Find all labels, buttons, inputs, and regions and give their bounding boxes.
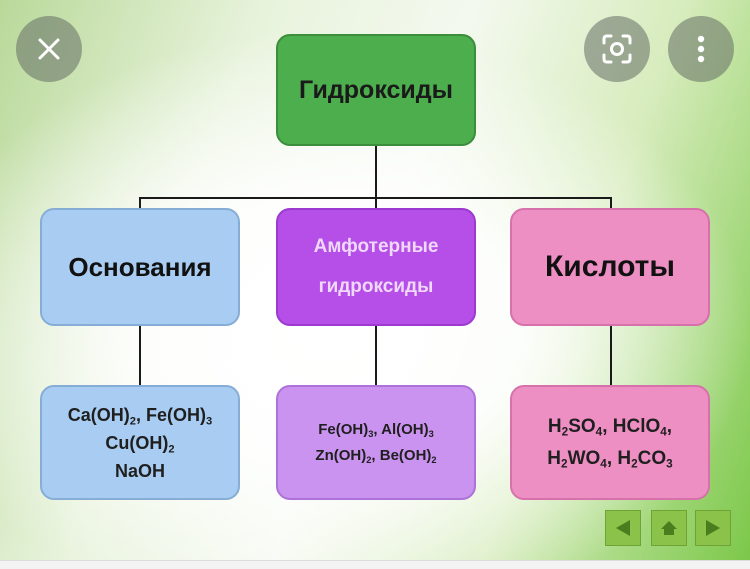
close-button[interactable]: [16, 16, 82, 82]
formula-line: H2WO4, H2CO3: [547, 447, 673, 471]
category-amphoteric-label-line2: гидроксиды: [318, 276, 434, 297]
examples-acids: H2SO4, HClO4, H2WO4, H2CO3: [510, 385, 710, 500]
formula-line: Zn(OH)2, Be(OH)2: [315, 446, 437, 465]
category-bases-label: Основания: [68, 251, 212, 282]
connector-root-down: [375, 146, 377, 198]
formula-line: Fe(OH)3, Al(OH)3: [318, 420, 434, 439]
connector-left-down: [139, 197, 141, 209]
category-bases: Основания: [40, 208, 240, 326]
connector-middle-down: [375, 197, 377, 209]
formula-line: NaOH: [114, 460, 165, 481]
formula-line: H2SO4, HClO4,: [547, 415, 673, 439]
prev-slide-button[interactable]: [605, 510, 641, 546]
bottom-strip: [0, 560, 750, 569]
examples-bases: Ca(OH)2, Fe(OH)3 Cu(OH)2 NaOH: [40, 385, 240, 500]
more-options-button[interactable]: [668, 16, 734, 82]
category-amphoteric: Амфотерные гидроксиды: [276, 208, 476, 326]
root-label: Гидроксиды: [298, 75, 453, 104]
close-icon: [38, 38, 60, 60]
examples-amphoteric: Fe(OH)3, Al(OH)3 Zn(OH)2, Be(OH)2: [276, 385, 476, 500]
more-vertical-icon: [697, 35, 705, 63]
next-slide-button[interactable]: [695, 510, 731, 546]
connector-bases-examples: [139, 326, 141, 386]
triangle-right-icon: [706, 520, 720, 536]
category-amphoteric-label-line1: Амфотерные: [313, 236, 439, 257]
category-acids: Кислоты: [510, 208, 710, 326]
triangle-left-icon: [616, 520, 630, 536]
connector-right-down: [610, 197, 612, 209]
category-acids-label: Кислоты: [545, 250, 675, 283]
formula-line: Ca(OH)2, Fe(OH)3: [67, 404, 213, 427]
home-slide-button[interactable]: [651, 510, 687, 546]
formula-line: Cu(OH)2: [105, 432, 175, 455]
lens-search-icon: [602, 34, 632, 64]
connector-acids-examples: [610, 326, 612, 386]
lens-search-button[interactable]: [584, 16, 650, 82]
home-icon: [661, 521, 677, 535]
root-node-hydroxides: Гидроксиды: [276, 34, 476, 146]
connector-amphoteric-examples: [375, 326, 377, 386]
